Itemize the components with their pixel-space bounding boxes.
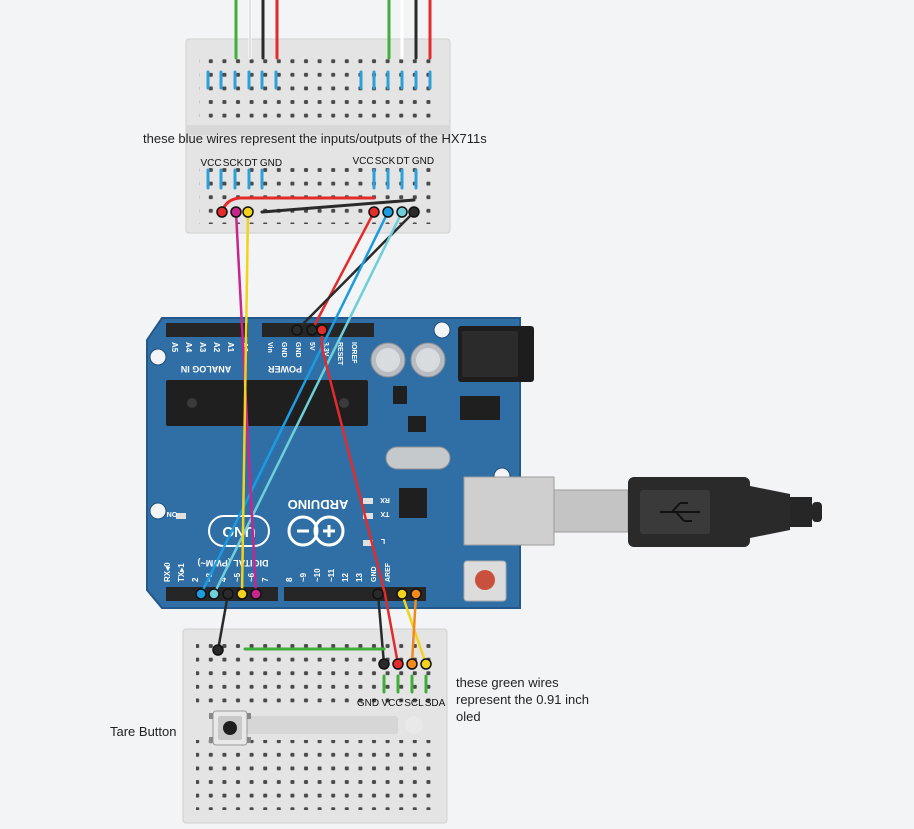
usb-icon [660,502,700,522]
power-pin-reset: RESET [336,342,343,366]
hx711-right-pin-gnd: GND [412,156,434,167]
hx711-right-pin-vcc: VCC [352,156,373,167]
digital-pin-10: ~10 [313,568,322,582]
top-breadboard [185,38,451,234]
digital-pin-4: 4 [219,577,228,582]
rx-label: RX [380,496,390,503]
oled-note-line-1: these green wires [456,675,559,690]
board-brand: ARDUINO [288,497,349,512]
power-pin-vin: Vin [266,342,273,353]
hx711-left-pin-vcc: VCC [200,158,221,169]
digital-pin-11: ~11 [327,568,336,582]
tare-button[interactable] [209,710,251,746]
digital-pin-aref: AREF [385,562,392,582]
wire-endpoints [195,206,432,670]
wires [199,0,432,694]
tx-label: TX [380,510,389,517]
l-label: L [380,537,385,544]
hx711-note: these blue wires represent the inputs/ou… [143,131,487,146]
analog-pin-a0: A0 [240,342,249,353]
hx711-left-pin-dt: DT [244,158,257,169]
analog-pin-a1: A1 [226,342,235,353]
power-pin-gnd: GND [280,342,287,358]
board-labels: ARDUINO UNO ANALOG IN POWER DIGITAL (PWM… [163,342,392,582]
power-pin-ioref: IOREF [350,342,357,364]
analog-pin-a5: A5 [170,342,179,353]
power-pin-5v: 5V [308,342,315,351]
oled-pin-scl: SCL [404,698,424,709]
digital-pin-8: 8 [285,577,294,582]
analog-pin-a2: A2 [212,342,221,353]
oled-pin-vcc: VCC [381,698,402,709]
digital-pin-1: TX▸1 [177,563,186,582]
power-pin-33v: 3.3V [322,342,329,357]
digital-pin-6: ~6 [247,572,256,582]
digital-header-label: DIGITAL (PWM~) [198,558,269,568]
analog-header-label: ANALOG IN [181,364,232,374]
oled-note: these green wires represent the 0.91 inc… [456,674,589,725]
oled-pin-sda: SDA [425,698,446,709]
board-model: UNO [222,523,256,540]
hx711-right-pin-dt: DT [396,156,409,167]
digital-pin-0: RX◂0 [163,562,172,582]
hx711-left-pin-gnd: GND [260,158,282,169]
bottom-breadboard [182,628,448,824]
tare-button-note: Tare Button [110,724,177,739]
usb-cable [628,477,822,547]
digital-pin-5: ~5 [233,572,242,582]
power-pin-gnd: GND [294,342,301,358]
digital-pin-7: 7 [261,577,270,582]
oled-pin-gnd: GND [357,698,379,709]
oled-note-line-2: represent the 0.91 inch [456,692,589,707]
digital-pin-gnd: GND [371,566,378,582]
hx711-right-pin-sck: SCK [375,156,396,167]
oled-note-line-3: oled [456,709,481,724]
hx711-left-pin-sck: SCK [223,158,244,169]
on-label: ON [167,510,178,517]
power-header-label: POWER [268,364,303,374]
digital-pin-9: ~9 [299,572,308,582]
analog-pin-a4: A4 [184,342,193,353]
digital-pin-2: 2 [191,577,200,582]
analog-pin-a3: A3 [198,342,207,353]
digital-pin-13: 13 [355,573,364,582]
arduino-uno-board [146,317,629,609]
digital-pin-12: 12 [341,573,350,582]
